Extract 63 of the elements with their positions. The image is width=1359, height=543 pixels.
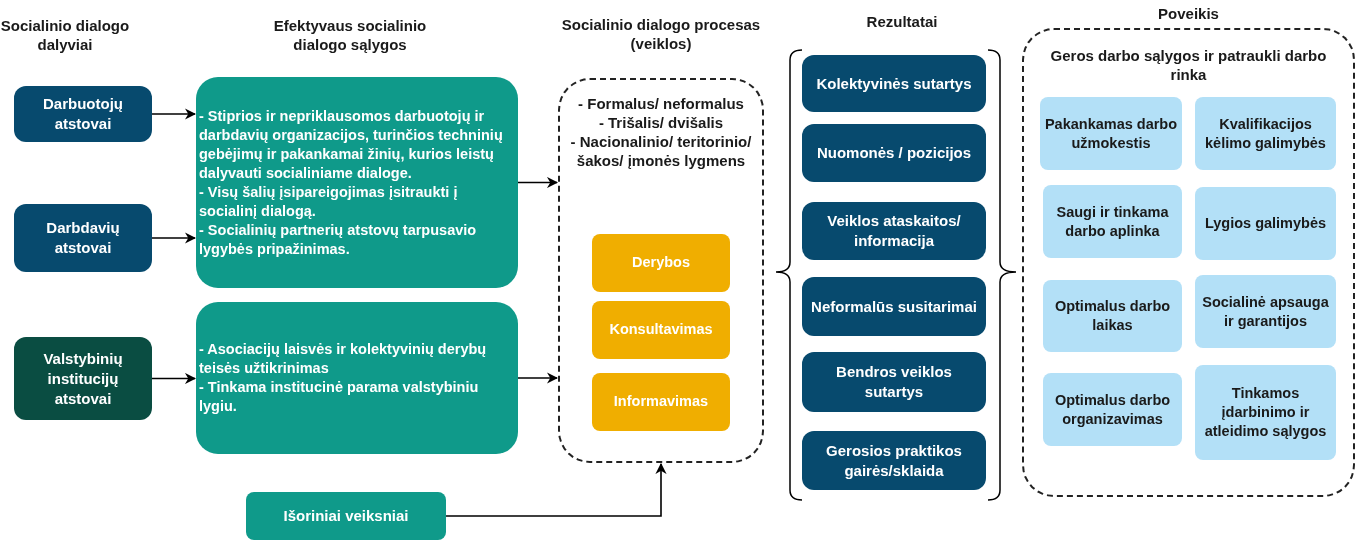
process-box [1195, 97, 1336, 170]
box-label: Derybos [632, 253, 690, 273]
column-heading: Rezultatai [866, 12, 938, 31]
process-box [592, 234, 730, 292]
arrow [151, 108, 197, 120]
process-box [14, 204, 152, 272]
box-label: Gerosios praktikos gairės/sklaida [825, 440, 963, 481]
bullet-text: - Stiprios ir nepriklausomos darbuotojų ir darbdavių organizacijos, turinčios techninių gebėjimų ir pakankamai žinių, kurios leistų dalyvauti socialiniame dialoge. [199, 106, 504, 183]
box-label: Saugi ir tinkama darbo aplinka [1055, 202, 1170, 241]
box-label: Valstybinių institucijų atstovai [42, 348, 124, 409]
process-box [14, 337, 152, 420]
column-heading: Efektyvaus socialinio dialogo sąlygos [272, 16, 428, 54]
box-label: Optimalus darbo laikas [1053, 297, 1172, 335]
process-box [592, 373, 730, 431]
box-label: Neformalūs susitarimai [811, 296, 977, 317]
process-box [802, 277, 986, 336]
box-label: Optimalus darbo organizavimas [1053, 390, 1172, 429]
process-box [246, 492, 446, 540]
process-box [1195, 275, 1336, 348]
box-label: Tinkamos įdarbinimo ir atleidimo sąlygos [1203, 384, 1328, 441]
bullet-text: - Socialinių partnerių atstovų tarpusavio lygybės pripažinimas. [199, 220, 478, 259]
process-box [1195, 187, 1336, 260]
process-box [1043, 185, 1182, 258]
process-box [802, 55, 986, 112]
column-heading: Socialinio dialogo dalyviai [0, 16, 130, 54]
bullet-text: - Visų šalių įsipareigojimas įsitraukti į socialinį dialogą. [199, 182, 459, 221]
box-label: Veiklos ataskaitos/ informacija [826, 211, 962, 251]
box-label: Darbdavių atstovai [45, 218, 121, 258]
box-label: Lygios galimybės [1204, 214, 1327, 233]
process-box [1040, 97, 1182, 170]
box-label: Kvalifikacijos kėlimo galimybės [1204, 114, 1327, 153]
process-box [592, 301, 730, 359]
arrow [151, 372, 197, 385]
box-label: Informavimas [613, 392, 709, 412]
group-heading: Socialinio dialogo procesas (veiklos) [560, 15, 762, 53]
process-box [1043, 373, 1182, 446]
process-box [1195, 365, 1336, 460]
process-box [802, 352, 986, 412]
process-box [14, 86, 152, 142]
box-label: Darbuotojų atstovai [42, 94, 124, 134]
bullet-text: - Asociacijų laisvės ir kolektyvinių derybų teisės užtikrinimas [199, 340, 488, 378]
process-box [802, 124, 986, 182]
box-label: Pakankamas darbo užmokestis [1044, 114, 1178, 153]
process-box [802, 202, 986, 260]
bullet-text: - Formalus/ neformalus [578, 94, 744, 113]
bullet-text: - Nacionalinio/ teritorinio/ šakos/ įmonės lygmens [570, 132, 752, 170]
process-box [196, 302, 518, 454]
process-box [196, 77, 518, 288]
arrow [517, 372, 559, 384]
bullet-text: - Tinkama institucinė parama valstybiniu lygiu. [199, 378, 480, 416]
box-label: Išoriniai veiksniai [283, 505, 409, 526]
arrow [445, 462, 667, 517]
box-label: Bendros veiklos sutartys [835, 362, 953, 402]
process-box [802, 431, 986, 490]
box-label: Konsultavimas [609, 320, 713, 340]
box-label: Kolektyvinės sutartys [816, 73, 972, 94]
box-label: Nuomonės / pozicijos [816, 143, 972, 163]
bullet-text: - Trišalis/ dvišalis [598, 113, 724, 132]
arrow [151, 232, 197, 244]
box-label: Socialinė apsauga ir garantijos [1201, 292, 1330, 331]
arrow [517, 176, 559, 189]
group-subtitle: Geros darbo sąlygos ir patraukli darbo rinka [1049, 46, 1328, 84]
process-box [1043, 280, 1182, 352]
